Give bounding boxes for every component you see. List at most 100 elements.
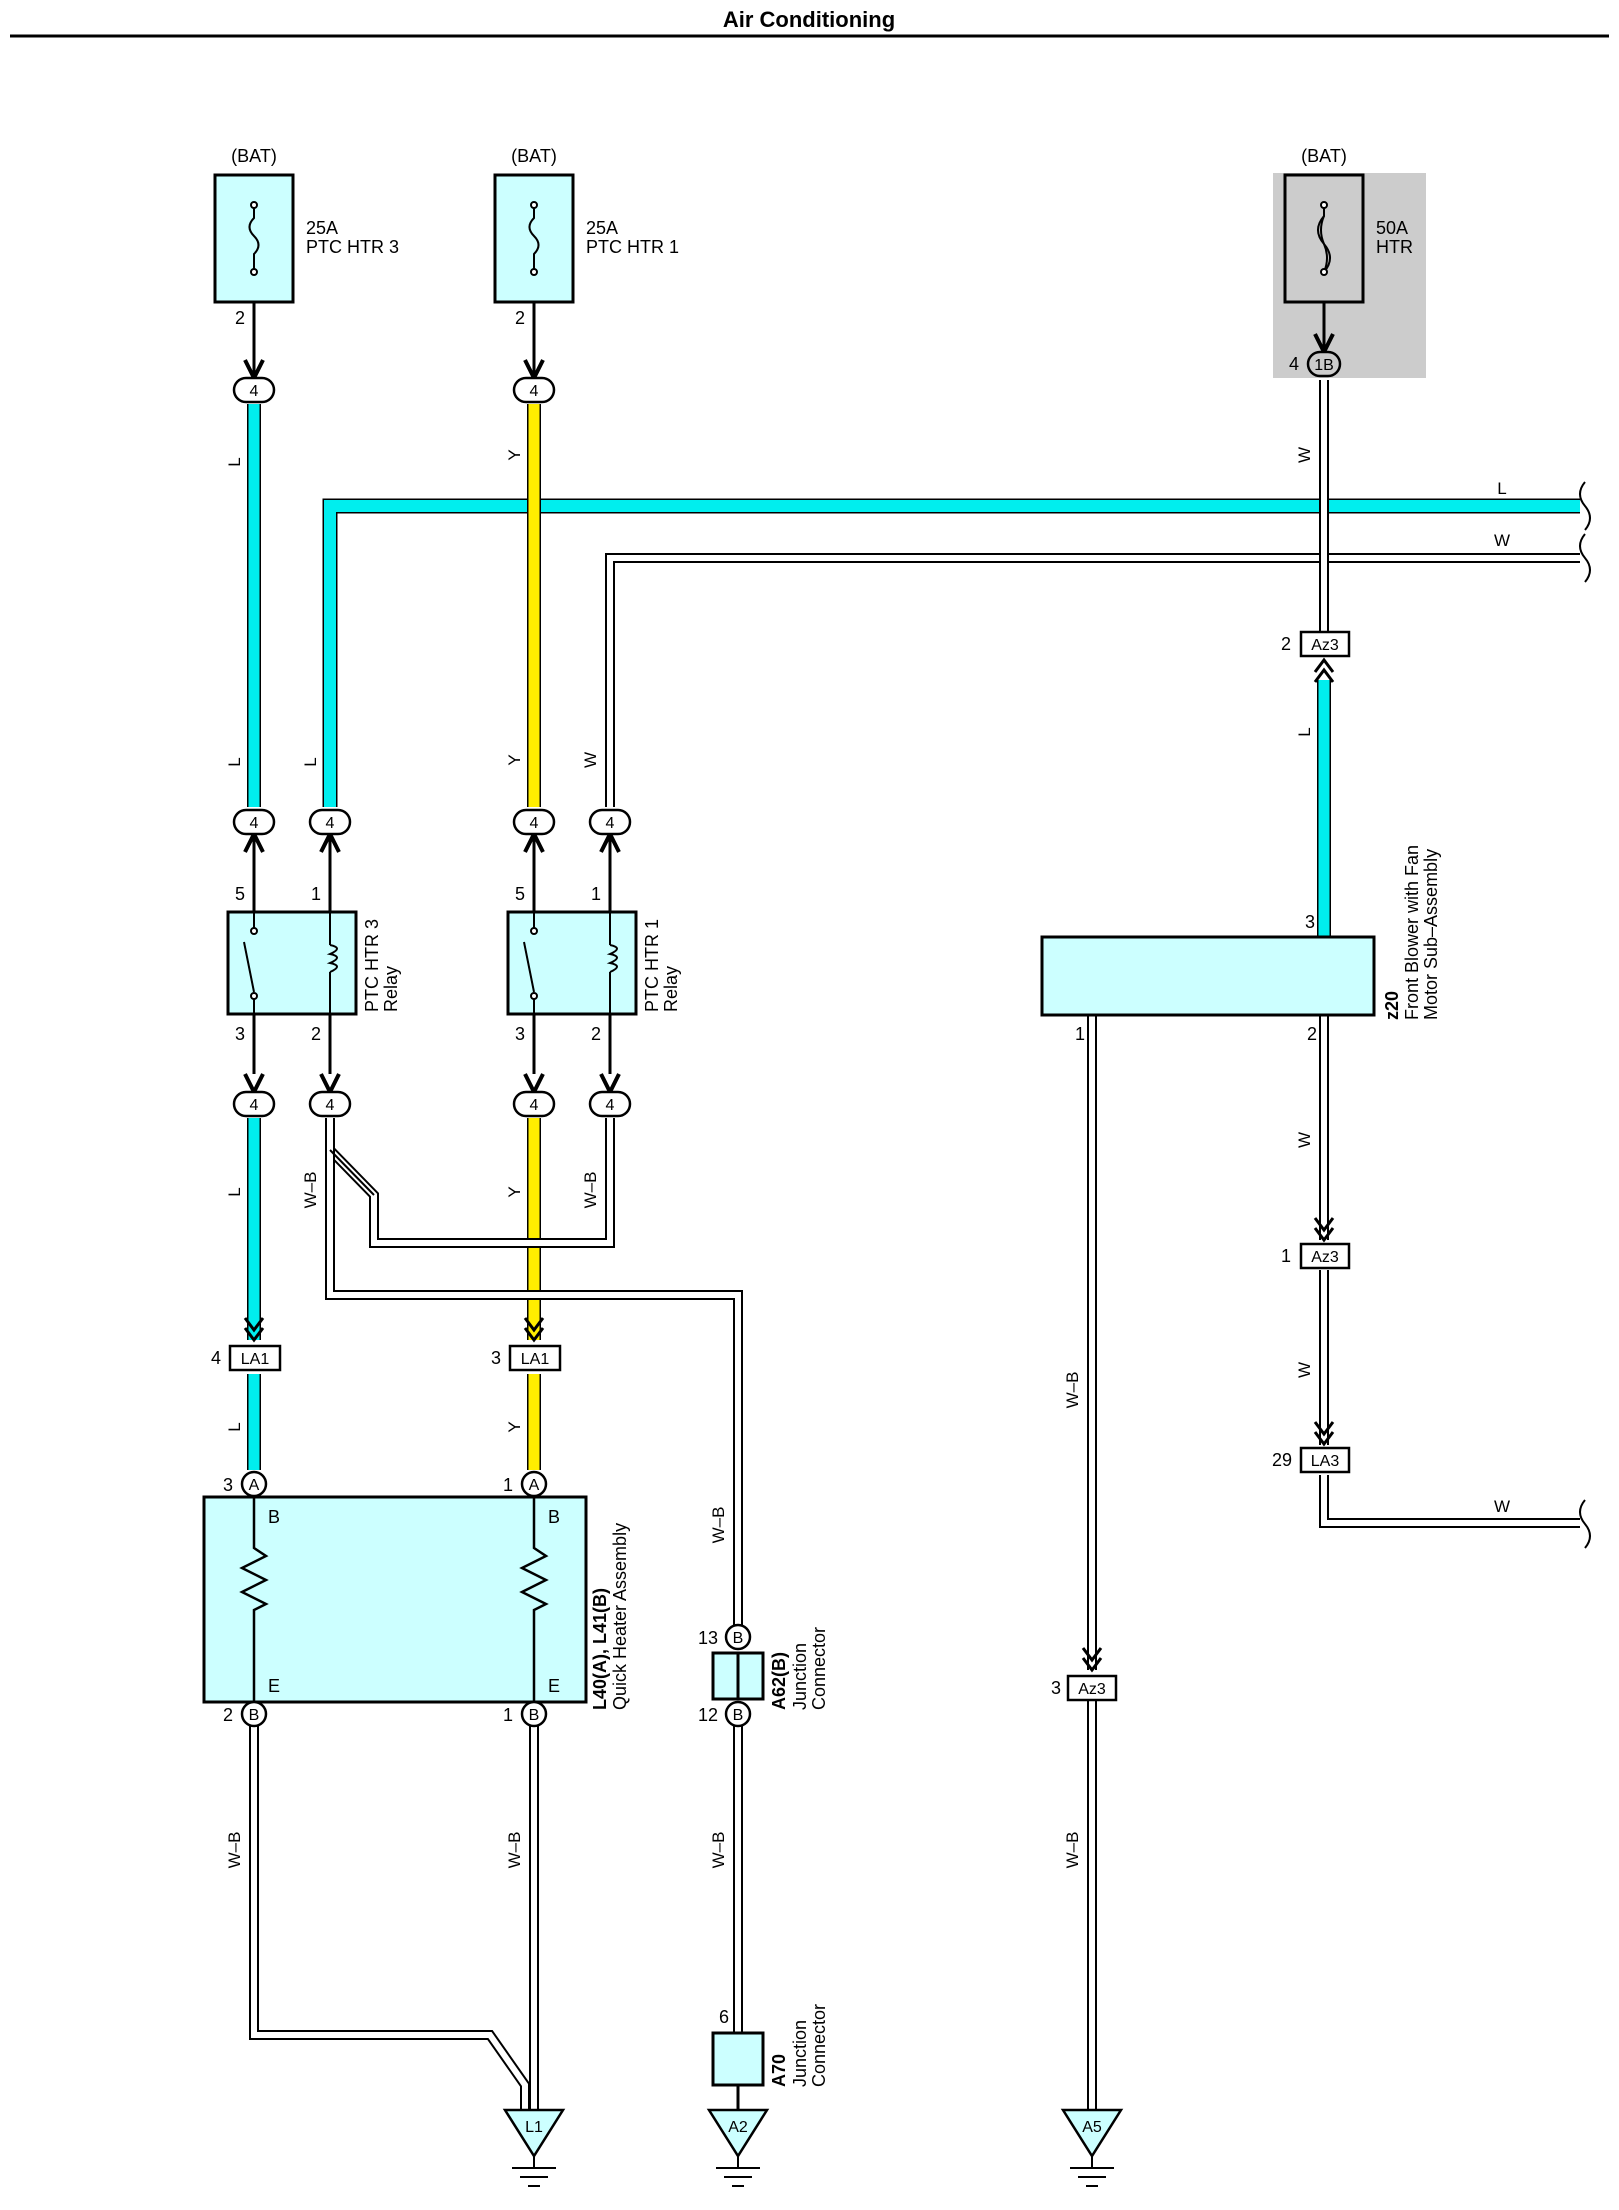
heater-code: L40(A), L41(B) [590,1588,610,1710]
wire-wb-heater [249,1725,539,2110]
relay-name: PTC HTR 1 [642,919,662,1012]
svg-text:A2: A2 [728,2119,748,2136]
svg-text:1: 1 [1075,1024,1085,1044]
junction-code: A70 [769,2054,789,2087]
splice-la3: LA3 29 [1272,1421,1351,1474]
junction-name: Junction [790,2020,810,2087]
wire-label: W–B [301,1172,320,1209]
svg-text:Az3: Az3 [1311,1249,1339,1266]
quick-heater-assembly: A A 3 1 B B 2 1 B B E E L40(A), L41(B) Q… [202,1470,630,1728]
svg-text:L1: L1 [525,2119,543,2136]
wire-label: L [1497,479,1506,498]
svg-text:1: 1 [503,1705,513,1725]
splice-la1-right: LA1 3 [491,1317,562,1372]
wire-label: L [225,457,244,466]
wire-label: W [581,752,600,768]
fuse-rating: 50A [1376,218,1408,238]
junction-name: Junction [790,1643,810,1710]
svg-text:4: 4 [250,1097,259,1114]
break-marks [1579,481,1591,1549]
svg-text:4: 4 [250,383,259,400]
front-blower-motor: 3 1 2 z20 Front Blower with Fan Motor Su… [1040,845,1441,1044]
blower-name: Motor Sub–Assembly [1421,849,1441,1020]
fuse-name: HTR [1376,237,1413,257]
fuse-source: (BAT) [511,146,557,166]
svg-text:3: 3 [223,1475,233,1495]
junction-name: Connector [809,2004,829,2087]
svg-text:LA1: LA1 [521,1351,550,1368]
svg-text:3: 3 [515,1024,525,1044]
wire-label: L [225,757,244,766]
svg-text:4: 4 [326,815,335,832]
connector-oval: 4 [232,359,276,404]
svg-text:4: 4 [530,383,539,400]
connector-oval: 4 [588,808,632,853]
svg-text:LA3: LA3 [1311,1453,1340,1470]
connector-oval: 4 [232,1073,276,1118]
connector-oval: 4 [308,1073,352,1118]
relay-sub: Relay [661,966,681,1012]
svg-text:1: 1 [503,1475,513,1495]
connector-id: 1B [1314,357,1334,374]
svg-text:4: 4 [606,815,615,832]
svg-text:3: 3 [491,1348,501,1368]
svg-text:LA1: LA1 [241,1351,270,1368]
junction-a62: B 13 B 12 A62(B) Junction Connector [698,1623,829,1728]
junction-name: Connector [809,1627,829,1710]
splice-az3-mid: Az3 1 [1281,1217,1351,1270]
svg-text:4: 4 [530,815,539,832]
svg-text:29: 29 [1272,1450,1292,1470]
junction-code: A62(B) [769,1652,789,1710]
svg-text:1: 1 [591,884,601,904]
splice-az3-bottom: Az3 3 [1051,1647,1118,1702]
svg-text:E: E [268,1676,280,1696]
svg-text:13: 13 [698,1628,718,1648]
wire-label: L [225,1422,244,1431]
svg-text:B: B [268,1507,280,1527]
svg-text:Az3: Az3 [1078,1681,1106,1698]
wire-label: W [1295,1132,1314,1148]
svg-text:B: B [733,1707,744,1724]
connectors-4: 4 4 4 4 4 4 [232,359,632,1118]
svg-text:B: B [249,1707,260,1724]
svg-text:3: 3 [1051,1678,1061,1698]
blower-code: z20 [1382,991,1402,1020]
wire-l-bus [322,498,1580,807]
fuse-name: PTC HTR 1 [586,237,679,257]
wire-w-relay [605,553,1580,807]
wire-w-blower [1319,1015,1580,1528]
wire-label: W [1494,531,1510,550]
wire-label: Y [505,754,524,765]
svg-text:2: 2 [1307,1024,1317,1044]
svg-text:Az3: Az3 [1311,637,1339,654]
wire-label: W–B [1063,1372,1082,1409]
junction-a70: 6 A70 Junction Connector [711,2004,829,2087]
wire-label: W–B [1063,1832,1082,1869]
svg-text:1: 1 [1281,1246,1291,1266]
svg-text:6: 6 [719,2007,729,2027]
svg-text:A5: A5 [1082,2119,1102,2136]
wire-label: W [1494,1497,1510,1516]
wire-labels: L Y W L W L L L Y W L W–B Y W–B L Y W–B … [225,447,1510,1868]
heater-name: Quick Heater Assembly [610,1523,630,1710]
svg-text:4: 4 [326,1097,335,1114]
relay-sub: Relay [381,966,401,1012]
svg-text:4: 4 [211,1348,221,1368]
page-title: Air Conditioning [723,7,895,32]
wire-label: L [225,1187,244,1196]
wire-label: W [1295,1362,1314,1378]
wire-label: W–B [709,1832,728,1869]
svg-text:4: 4 [606,1097,615,1114]
wire-label: L [301,757,320,766]
wire-label: W–B [505,1832,524,1869]
wire-label: Y [505,1421,524,1432]
svg-text:B: B [733,1630,744,1647]
ground-a2: A2 [706,2108,770,2187]
svg-text:2: 2 [223,1705,233,1725]
ground-a5: A5 [1060,2108,1124,2187]
svg-text:3: 3 [1305,912,1315,932]
svg-text:4: 4 [530,1097,539,1114]
svg-text:B: B [529,1707,540,1724]
svg-text:12: 12 [698,1705,718,1725]
